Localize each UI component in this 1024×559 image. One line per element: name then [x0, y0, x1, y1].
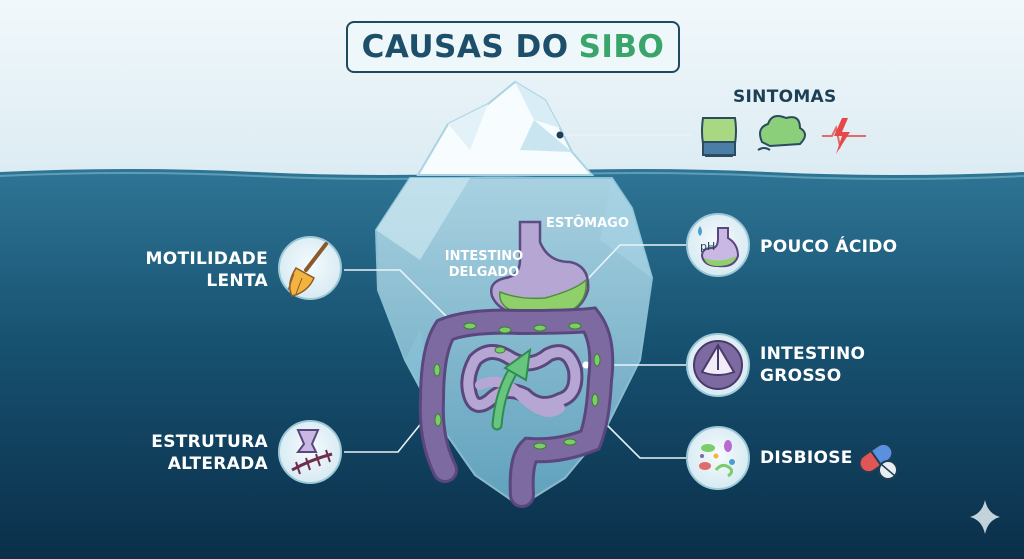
title-main: CAUSAS DO [361, 29, 569, 65]
upward-arrow-icon [491, 347, 532, 431]
bacteria-dots [433, 322, 601, 450]
symptoms-label: SINTOMAS [733, 87, 837, 107]
cause-large-intestine-line-1: INTESTINO [760, 344, 866, 364]
cause-slow-motility: MOTILIDADE LENTA [140, 248, 268, 292]
stomach-label: ESTÔMAGO [546, 216, 629, 231]
ileocecal-valve-icon [686, 333, 750, 397]
small-intestine-label: INTESTINO DELGADO [436, 249, 532, 281]
small-intestine-line-2: DELGADO [448, 265, 520, 280]
cause-slow-motility-line-2: LENTA [206, 271, 268, 291]
pain-bolt-icon [822, 118, 866, 154]
bacteria-icon [686, 426, 750, 490]
broom-icon [278, 236, 342, 300]
cause-altered-structure-line-1: ESTRUTURA [151, 432, 268, 452]
iceberg-tip [416, 80, 595, 176]
cause-low-acid-line-1: POUCO ÁCIDO [760, 237, 898, 257]
scarred-tissue-icon [278, 420, 342, 484]
bloated-belly-icon [701, 117, 737, 157]
title-accent: SIBO [578, 29, 665, 65]
sparkle-icon [970, 500, 1000, 534]
small-intestine-line-1: INTESTINO [444, 249, 524, 264]
cause-large-intestine: INTESTINO GROSSO [760, 343, 865, 387]
ph-text: pH [700, 240, 715, 253]
pill-icon [858, 442, 898, 480]
cause-dysbiosis-line-1: DISBIOSE [760, 448, 853, 468]
stomach-ph-icon: pH [686, 213, 750, 277]
gas-cloud-icon [757, 115, 806, 151]
cause-dysbiosis: DISBIOSE [760, 447, 853, 469]
page-title: CAUSAS DO SIBO [346, 21, 680, 73]
cause-low-acid: POUCO ÁCIDO [760, 236, 897, 258]
cause-altered-structure-line-2: ALTERADA [167, 454, 268, 474]
cause-altered-structure: ESTRUTURA ALTERADA [140, 431, 268, 475]
cause-large-intestine-line-2: GROSSO [760, 366, 842, 386]
cause-slow-motility-line-1: MOTILIDADE [145, 249, 268, 269]
